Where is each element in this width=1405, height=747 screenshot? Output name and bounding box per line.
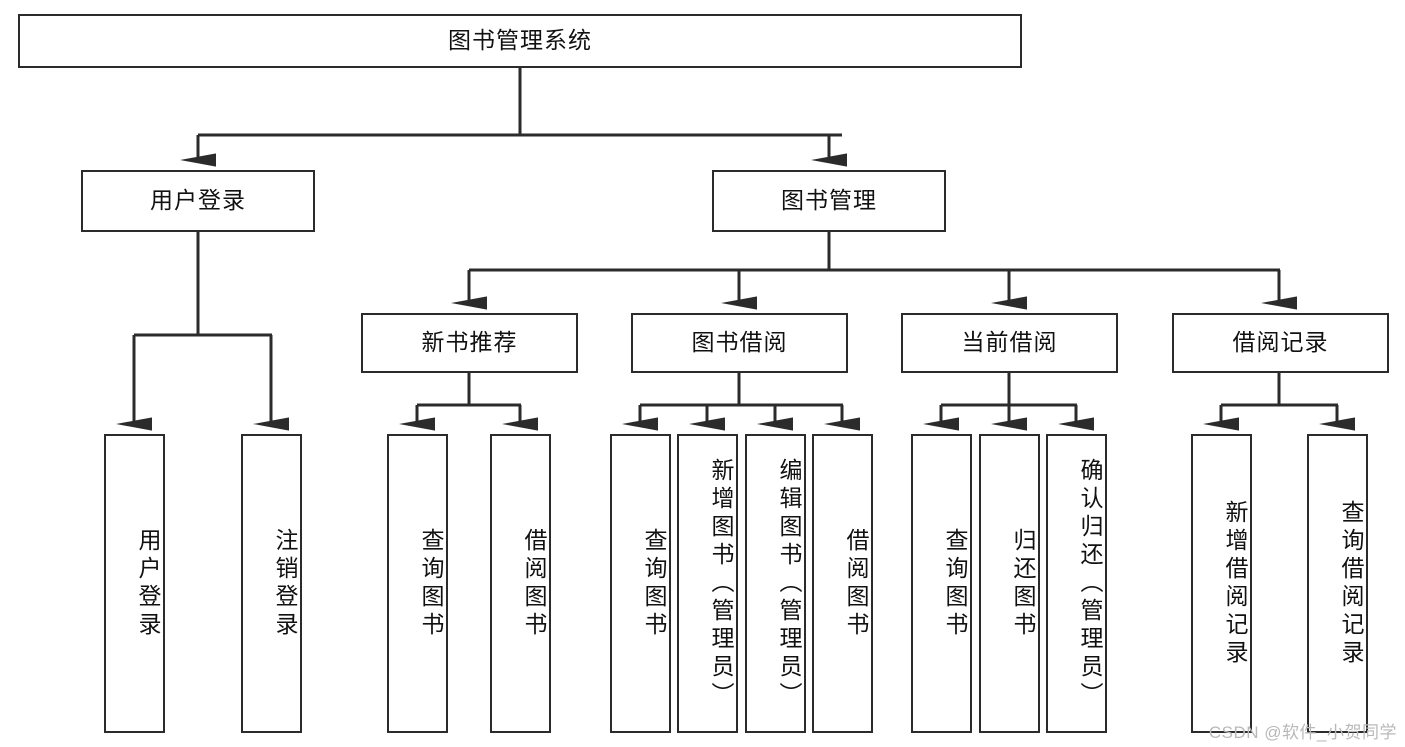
node-root-book-management-system[interactable]: 图书管理系统 bbox=[18, 14, 1022, 68]
node-label: 借阅记录 bbox=[1232, 329, 1329, 356]
watermark-text: CSDN @软件_小贺同学 bbox=[1208, 723, 1397, 742]
node-label: 图书借阅 bbox=[691, 329, 788, 356]
node-leaf-confirm-return-admin[interactable]: 确认归还（管理员） bbox=[1046, 434, 1107, 733]
node-label: 归还图书 bbox=[1010, 527, 1036, 640]
node-label: 查询图书 bbox=[942, 527, 968, 640]
node-leaf-borrow-book-1[interactable]: 借阅图书 bbox=[490, 434, 551, 733]
node-leaf-user-login[interactable]: 用户登录 bbox=[104, 434, 165, 733]
node-label: 新书推荐 bbox=[421, 329, 518, 356]
node-leaf-logout-login[interactable]: 注销登录 bbox=[241, 434, 302, 733]
node-label: 注销登录 bbox=[272, 527, 298, 640]
node-label: 查询图书 bbox=[641, 527, 667, 640]
node-leaf-add-book-admin[interactable]: 新增图书（管理员） bbox=[677, 434, 738, 733]
node-label: 编辑图书（管理员） bbox=[776, 457, 802, 710]
node-leaf-borrow-book-2[interactable]: 借阅图书 bbox=[812, 434, 873, 733]
node-leaf-edit-book-admin[interactable]: 编辑图书（管理员） bbox=[745, 434, 806, 733]
node-label: 查询借阅记录 bbox=[1338, 499, 1364, 668]
node-label: 用户登录 bbox=[150, 187, 246, 214]
node-user-login[interactable]: 用户登录 bbox=[81, 170, 315, 232]
node-label: 查询图书 bbox=[418, 527, 444, 640]
node-label: 当前借阅 bbox=[961, 329, 1058, 356]
node-borrow-record[interactable]: 借阅记录 bbox=[1172, 313, 1389, 373]
node-book-borrow[interactable]: 图书借阅 bbox=[631, 313, 848, 373]
node-label: 新增图书（管理员） bbox=[708, 457, 734, 710]
node-label: 图书管理系统 bbox=[448, 27, 592, 54]
node-leaf-return-book[interactable]: 归还图书 bbox=[979, 434, 1040, 733]
node-label: 新增借阅记录 bbox=[1222, 499, 1248, 668]
node-label: 图书管理 bbox=[781, 187, 877, 214]
node-label: 用户登录 bbox=[135, 527, 161, 640]
node-label: 借阅图书 bbox=[521, 527, 547, 640]
node-current-borrow[interactable]: 当前借阅 bbox=[901, 313, 1118, 373]
node-label: 借阅图书 bbox=[843, 527, 869, 640]
node-leaf-query-borrow-record[interactable]: 查询借阅记录 bbox=[1307, 434, 1368, 733]
node-leaf-query-book-1[interactable]: 查询图书 bbox=[387, 434, 448, 733]
node-new-book-recommend[interactable]: 新书推荐 bbox=[361, 313, 578, 373]
node-leaf-query-book-3[interactable]: 查询图书 bbox=[911, 434, 972, 733]
node-book-management[interactable]: 图书管理 bbox=[712, 170, 946, 232]
node-leaf-add-borrow-record[interactable]: 新增借阅记录 bbox=[1191, 434, 1252, 733]
node-leaf-query-book-2[interactable]: 查询图书 bbox=[610, 434, 671, 733]
node-label: 确认归还（管理员） bbox=[1077, 457, 1103, 710]
